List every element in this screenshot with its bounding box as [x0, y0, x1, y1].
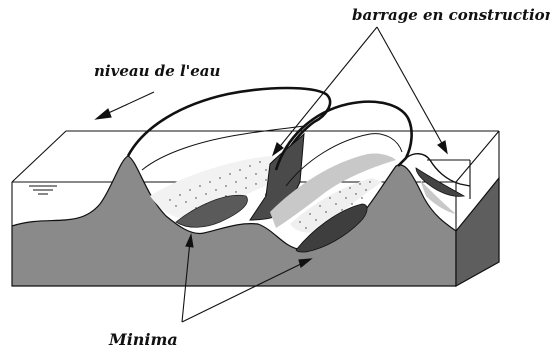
left-dam-outline	[126, 86, 332, 197]
left-basin-lens	[175, 194, 248, 228]
ground-front-face	[11, 155, 457, 287]
light-gray-band	[270, 153, 396, 228]
label-niveau-de-l-eau: niveau de l'eau	[94, 62, 221, 80]
right-dam-outline	[274, 100, 413, 171]
dotted-area-right	[290, 178, 382, 233]
right-edge-lens	[415, 167, 466, 197]
arrows	[94, 26, 448, 323]
right-edge-light-band	[420, 180, 456, 214]
right-basin-lens	[295, 203, 368, 253]
left-dam-inner-line	[141, 125, 305, 171]
ground-side-face	[455, 176, 500, 288]
dots-right	[299, 181, 371, 229]
right-dam-edge	[405, 153, 471, 187]
dotted-area-left	[150, 156, 282, 220]
right-dam-inner-line	[285, 133, 403, 187]
label-barrage-en-construction: barrage en construction	[352, 6, 550, 24]
water-level-symbol	[29, 185, 57, 195]
label-minima: Minima	[109, 330, 178, 349]
